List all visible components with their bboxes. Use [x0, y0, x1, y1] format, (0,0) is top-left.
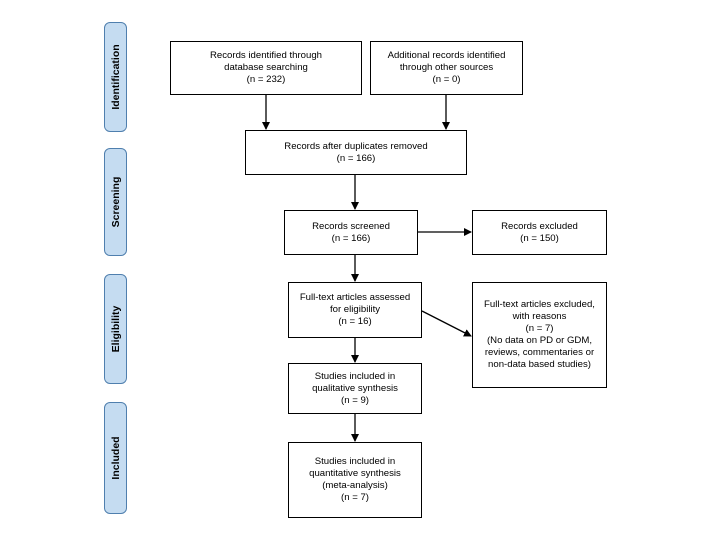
box-records-excluded: Records excluded (n = 150)	[472, 210, 607, 255]
box-fulltext-assessed: Full-text articles assessed for eligibil…	[288, 282, 422, 338]
box-qualitative-synthesis: Studies included in qualitative synthesi…	[288, 363, 422, 414]
box-other-sources: Additional records identified through ot…	[370, 41, 523, 95]
box-database-searching: Records identified through database sear…	[170, 41, 362, 95]
arrow-fulltext-to-fulltext-excluded	[421, 310, 472, 337]
box-fulltext-excluded: Full-text articles excluded, with reason…	[472, 282, 607, 388]
phase-eligibility: Eligibility	[104, 274, 127, 384]
box-records-screened: Records screened (n = 166)	[284, 210, 418, 255]
phase-screening: Screening	[104, 148, 127, 256]
phase-included: Included	[104, 402, 127, 514]
box-duplicates-removed: Records after duplicates removed (n = 16…	[245, 130, 467, 175]
box-quantitative-synthesis: Studies included in quantitative synthes…	[288, 442, 422, 518]
phase-identification: Identification	[104, 22, 127, 132]
